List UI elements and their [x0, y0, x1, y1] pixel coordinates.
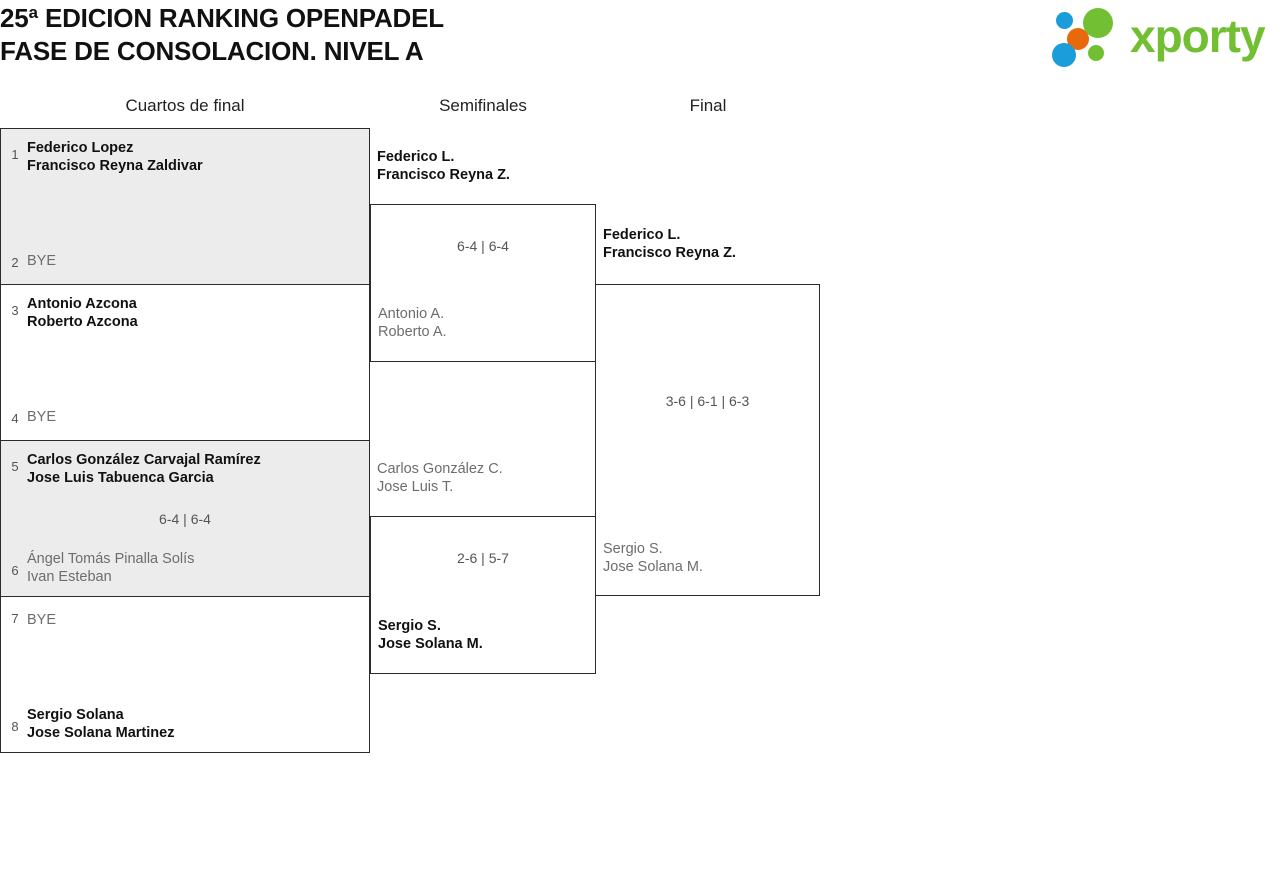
team-slot-top: BYE	[27, 611, 361, 629]
bye-label: BYE	[27, 253, 57, 269]
title-line-1: 25ª EDICION RANKING OPENPADEL	[0, 3, 444, 33]
player-name-2: Francisco Reyna Zaldivar	[27, 158, 203, 174]
logo-dot-green-large	[1083, 8, 1113, 38]
seed-number: 1	[11, 147, 19, 162]
page-title: 25ª EDICION RANKING OPENPADEL FASE DE CO…	[0, 2, 900, 67]
match-box-qf-1[interactable]: 1 Federico Lopez Francisco Reyna Zaldiva…	[0, 128, 370, 285]
match-box-sf-1[interactable]: 6-4 | 6-4 Antonio A. Roberto A.	[370, 204, 596, 362]
player-name-1: Carlos González C.	[377, 461, 503, 477]
logo-dot-blue-top	[1056, 12, 1073, 29]
player-name-1: Ángel Tomás Pinalla Solís	[27, 551, 195, 567]
player-name-2: Francisco Reyna Z.	[377, 167, 510, 183]
logo-wordmark: xporty	[1130, 10, 1266, 62]
player-name-1: Federico L.	[377, 149, 455, 165]
team-slot-top: Antonio Azcona Roberto Azcona	[27, 295, 361, 331]
advancing-team-sf-1: Federico L. Francisco Reyna Z.	[377, 148, 510, 184]
match-box-final[interactable]: 3-6 | 6-1 | 6-3 Sergio S. Jose Solana M.	[595, 284, 820, 596]
team-slot-bottom: BYE	[27, 252, 361, 270]
player-name-1: Antonio A.	[378, 306, 445, 322]
round-header-final: Final	[689, 96, 727, 115]
match-box-qf-2[interactable]: 3 Antonio Azcona Roberto Azcona 4 BYE	[0, 284, 370, 441]
champion-team: Federico L. Francisco Reyna Z.	[603, 226, 736, 262]
player-name-1: Carlos González Carvajal Ramírez	[27, 452, 261, 468]
team-slot-top: Federico Lopez Francisco Reyna Zaldivar	[27, 139, 361, 175]
team-slot-top: Carlos González Carvajal Ramírez Jose Lu…	[27, 451, 361, 487]
match-score: 6-4 | 6-4	[457, 238, 509, 254]
seed-number: 2	[11, 255, 19, 270]
player-name-1: Sergio Solana	[27, 707, 124, 723]
match-box-qf-3[interactable]: 5 Carlos González Carvajal Ramírez Jose …	[0, 440, 370, 597]
player-name-1: Sergio S.	[378, 618, 441, 634]
match-score: 3-6 | 6-1 | 6-3	[665, 393, 750, 409]
seed-number: 5	[11, 459, 19, 474]
player-name-2: Jose Luis T.	[377, 479, 454, 495]
player-name-1: Federico L.	[603, 227, 681, 243]
seed-number: 4	[11, 411, 19, 426]
seed-number: 6	[11, 563, 19, 578]
match-score: 6-4 | 6-4	[159, 511, 211, 527]
player-name-2: Jose Solana M.	[378, 636, 483, 652]
logo-dot-blue-bottom	[1052, 43, 1076, 67]
round-header-semifinals: Semifinales	[439, 96, 527, 115]
bye-label: BYE	[27, 612, 57, 628]
seed-number: 3	[11, 303, 19, 318]
match-box-qf-4[interactable]: 7 BYE 8 Sergio Solana Jose Solana Martin…	[0, 596, 370, 753]
player-name-2: Roberto A.	[378, 324, 447, 340]
player-name-2: Roberto Azcona	[27, 314, 138, 330]
xporty-logo: xporty	[1050, 4, 1276, 68]
match-box-sf-2[interactable]: 2-6 | 5-7 Sergio S. Jose Solana M.	[370, 516, 596, 674]
logo-dot-orange	[1067, 28, 1089, 50]
team-slot-runner-up: Sergio S. Jose Solana M.	[603, 540, 703, 576]
player-name-1: Sergio S.	[603, 541, 663, 557]
seed-number: 7	[11, 611, 19, 626]
match-score: 2-6 | 5-7	[457, 550, 509, 566]
eliminated-team-sf-2: Carlos González C. Jose Luis T.	[377, 460, 503, 496]
team-slot-loser: Antonio A. Roberto A.	[378, 305, 447, 341]
player-name-2: Jose Solana M.	[603, 559, 703, 575]
team-slot-bottom: BYE	[27, 408, 361, 426]
player-name-1: Antonio Azcona	[27, 296, 137, 312]
logo-dot-green-small	[1088, 45, 1104, 61]
seed-number: 8	[11, 719, 19, 734]
team-slot-winner: Sergio S. Jose Solana M.	[378, 617, 483, 653]
player-name-1: Federico Lopez	[27, 140, 134, 156]
player-name-2: Jose Solana Martinez	[27, 725, 175, 741]
round-header-quarterfinals: Cuartos de final	[125, 96, 245, 115]
player-name-2: Francisco Reyna Z.	[603, 245, 736, 261]
player-name-2: Jose Luis Tabuenca Garcia	[27, 470, 214, 486]
player-name-2: Ivan Esteban	[27, 569, 112, 585]
team-slot-bottom: Sergio Solana Jose Solana Martinez	[27, 706, 361, 742]
team-slot-bottom: Ángel Tomás Pinalla Solís Ivan Esteban	[27, 550, 361, 586]
title-line-2: FASE DE CONSOLACION. NIVEL A	[0, 35, 424, 66]
bye-label: BYE	[27, 409, 57, 425]
